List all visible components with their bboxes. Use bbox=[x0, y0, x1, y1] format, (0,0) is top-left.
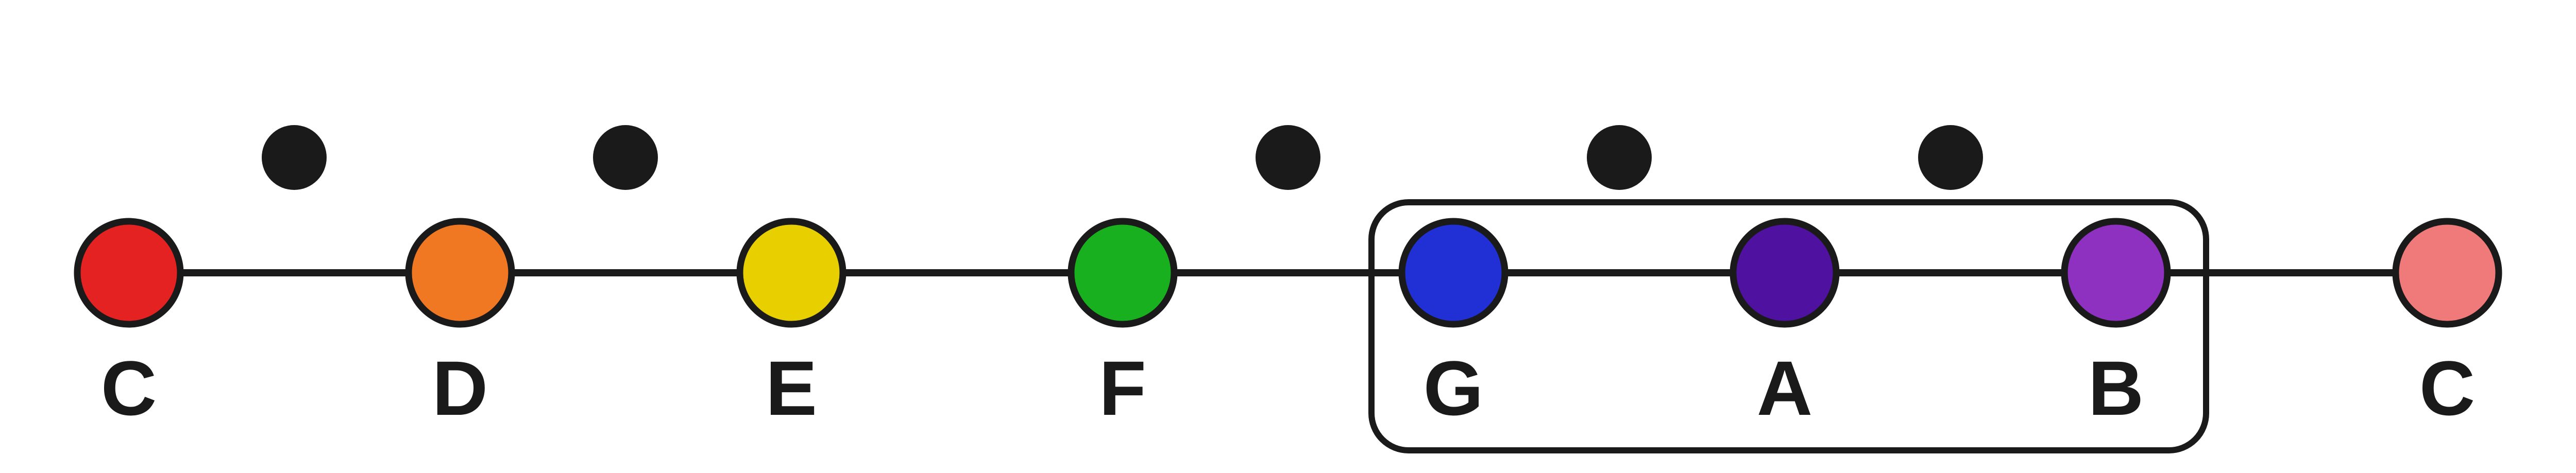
sharp-dot bbox=[262, 125, 327, 190]
note-e: E bbox=[736, 218, 846, 431]
note-c-octave: C bbox=[2392, 218, 2502, 431]
note-label: C bbox=[101, 345, 157, 431]
highlight-box bbox=[1368, 199, 2209, 453]
note-circle bbox=[2392, 218, 2502, 328]
note-label: D bbox=[432, 345, 488, 431]
note-circle bbox=[1730, 218, 1840, 328]
sharp-dot bbox=[593, 125, 658, 190]
note-c: C bbox=[74, 218, 184, 431]
note-circle bbox=[405, 218, 515, 328]
sharp-dot bbox=[1918, 125, 1983, 190]
note-label: A bbox=[1757, 345, 1812, 431]
note-label: C bbox=[2419, 345, 2475, 431]
note-label: F bbox=[1099, 345, 1146, 431]
note-b: B bbox=[2061, 218, 2171, 431]
sharp-dots bbox=[262, 125, 1983, 190]
note-circle bbox=[1067, 218, 1178, 328]
note-f: F bbox=[1067, 218, 1178, 431]
note-label: E bbox=[766, 345, 817, 431]
note-g: G bbox=[1398, 218, 1509, 431]
note-circle bbox=[736, 218, 846, 328]
note-circle bbox=[1398, 218, 1509, 328]
note-a: A bbox=[1730, 218, 1840, 431]
note-circle bbox=[74, 218, 184, 328]
sharp-dot bbox=[1256, 125, 1320, 190]
note-label: B bbox=[2088, 345, 2144, 431]
note-circle bbox=[2061, 218, 2171, 328]
note-d: D bbox=[405, 218, 515, 431]
sharp-dot bbox=[1587, 125, 1652, 190]
note-label: G bbox=[1423, 345, 1484, 431]
